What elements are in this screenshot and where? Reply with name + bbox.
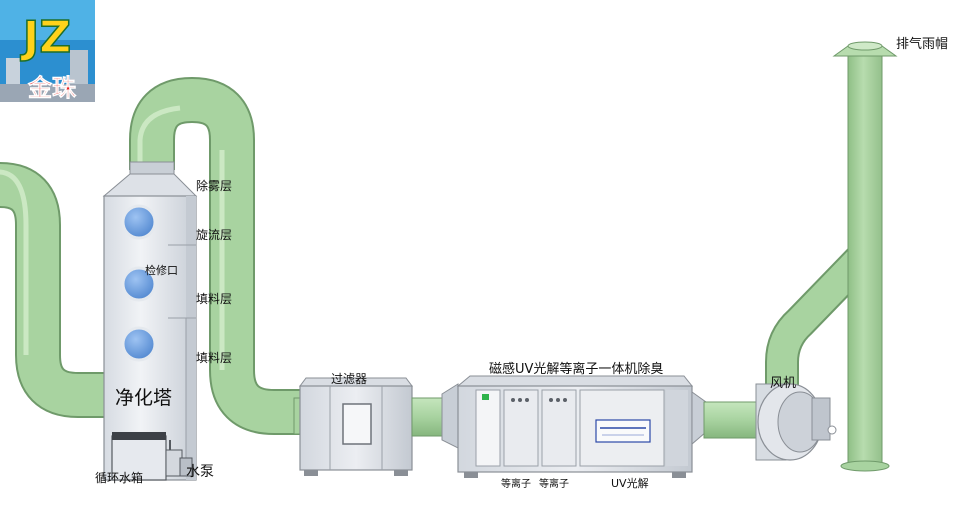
pump-motor [179,457,193,477]
logo-sky [0,0,95,40]
water-tank-lid [112,432,166,440]
fan-motor [811,397,831,441]
uv-unit-foot [464,472,478,478]
filter-unit [293,377,413,476]
label-packing-layer-2: 填料层 [196,351,232,365]
uv-unit-panel [475,389,501,467]
fan-shaft-cap [827,425,837,435]
plasma-module-2 [541,389,577,467]
logo-ground [0,84,95,102]
filter-foot [304,470,318,476]
logo-letters: JZ [20,12,71,63]
label-packing-layer-1: 填料层 [196,292,232,306]
plasma-module-1 [503,389,539,467]
label-plasma-1: 等离子 [501,477,531,490]
indicator-lamp [518,398,522,402]
inlet-duct-highlight [0,169,29,355]
nameplate [595,419,651,443]
indicator-lamp [556,398,560,402]
tower-side-shade [186,196,196,480]
label-filter: 过滤器 [331,372,367,386]
label-tower: 净化塔 [115,387,172,409]
tower-window [121,326,157,362]
stack-body [847,55,883,465]
label-inspection-port: 检修口 [145,263,178,277]
uv-unit-top [456,375,694,387]
connector-duct [411,397,447,437]
label-swirl-layer: 旋流层 [196,228,232,242]
label-uv: UV光解 [611,476,649,490]
tower-window [121,204,157,240]
stack-branch-duct [767,247,873,392]
purification-tower [102,161,198,481]
uv-plasma-unit [456,375,694,478]
power-indicator [482,394,489,400]
duct-highlight [137,105,181,165]
filter-access-door [342,403,372,445]
label-fan: 风机 [770,376,796,391]
indicator-lamp [525,398,529,402]
rain-cap-top [847,41,883,51]
stack-base [840,460,890,472]
tower-cone [102,173,198,197]
label-uv-unit: 磁感UV光解等离子一体机除臭 [489,361,663,377]
label-pump: 水泵 [186,464,214,480]
indicator-lamp [563,398,567,402]
uv-inlet-transition [441,383,459,449]
label-mist-layer: 除雾层 [196,178,232,193]
indicator-lamp [549,398,553,402]
tower-window [121,266,157,302]
logo-name: 金珠 [27,74,77,102]
filter-foot [394,470,408,476]
fan-unit [755,383,837,461]
inlet-duct [0,164,112,416]
exhaust-stack [765,41,898,472]
uv-unit-side [666,390,688,466]
label-water-tank: 循环水箱 [95,470,143,485]
company-logo: JZ 金珠 [0,0,95,102]
label-rain-cap: 排气雨帽 [896,36,948,52]
indicator-lamp [511,398,515,402]
label-plasma-2: 等离子 [539,477,569,490]
uv-unit-foot [672,472,686,478]
